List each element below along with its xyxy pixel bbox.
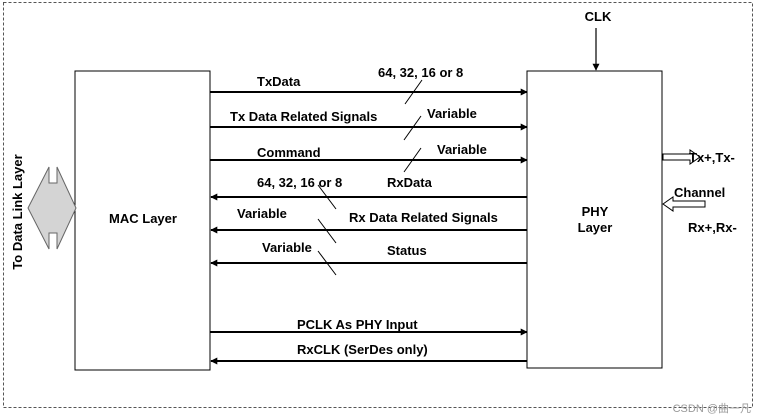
phy-layer-label-line1: PHY xyxy=(582,204,609,219)
rxclk-label: RxCLK (SerDes only) xyxy=(297,342,428,357)
to-data-link-layer-label: To Data Link Layer xyxy=(10,154,25,269)
txdata-bus-slash xyxy=(404,79,423,105)
tx-plus-minus-label: Tx+,Tx- xyxy=(689,150,735,165)
clk-label: CLK xyxy=(585,9,612,24)
outer-dashed-border xyxy=(3,2,753,408)
csdn-watermark: CSDN @曲一凡 xyxy=(673,402,751,415)
status-label: Status xyxy=(387,243,427,258)
mac-layer-label: MAC Layer xyxy=(109,211,177,226)
command-label: Command xyxy=(257,145,321,160)
rxdata-bus-slash xyxy=(317,184,337,210)
data-link-double-arrow xyxy=(27,166,77,250)
txdata-width-label: 64, 32, 16 or 8 xyxy=(378,65,463,80)
mac-layer-block xyxy=(74,70,211,371)
rx-related-label: Rx Data Related Signals xyxy=(349,210,498,225)
txdata-label: TxData xyxy=(257,74,301,89)
phy-layer-label-line2: Layer xyxy=(578,220,613,235)
command-bus-slash xyxy=(403,147,422,173)
command-width-label: Variable xyxy=(437,142,487,157)
tx-related-width-label: Variable xyxy=(427,106,477,121)
tx-related-label: Tx Data Related Signals xyxy=(230,109,377,124)
pclk-label: PCLK As PHY Input xyxy=(297,317,418,332)
rxdata-label: RxData xyxy=(387,175,433,190)
status-width-label: Variable xyxy=(262,240,312,255)
rx-related-width-label: Variable xyxy=(237,206,287,221)
rx-channel-hollow-arrow xyxy=(662,196,706,212)
status-bus-slash xyxy=(317,250,337,276)
tx-related-bus-slash xyxy=(403,115,422,141)
rxdata-width-label: 64, 32, 16 or 8 xyxy=(257,175,342,190)
tx-channel-hollow-arrow xyxy=(662,149,701,165)
rx-plus-minus-label: Rx+,Rx- xyxy=(688,220,737,235)
phy-layer-block xyxy=(526,70,663,369)
channel-label: Channel xyxy=(674,185,725,200)
rx-related-bus-slash xyxy=(317,218,337,244)
